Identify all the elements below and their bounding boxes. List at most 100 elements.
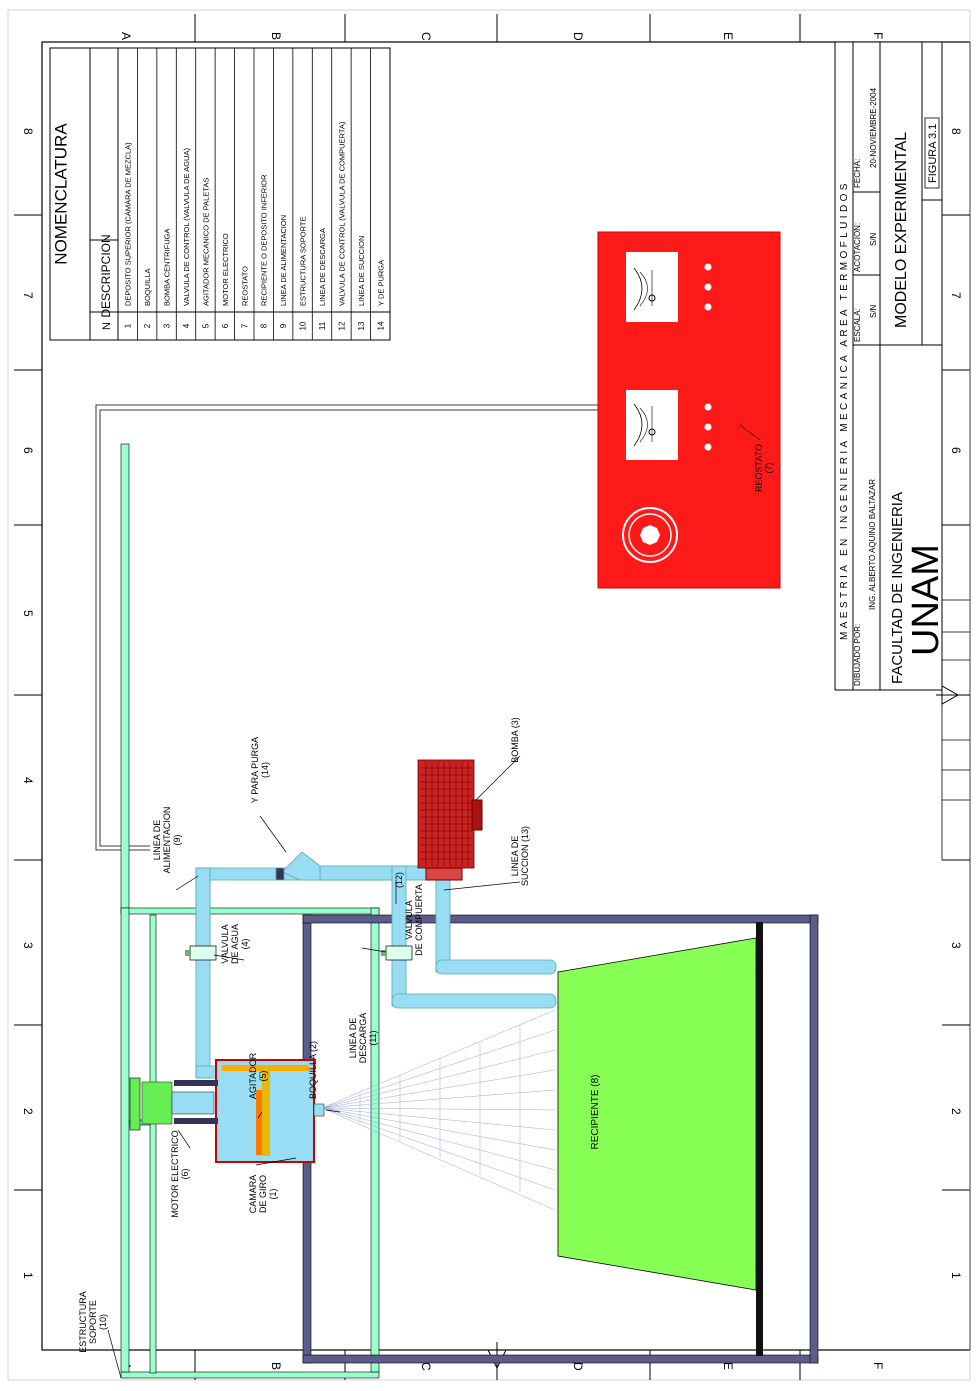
date-label: FECHA: <box>853 159 862 188</box>
col-label-right-2: 2 <box>949 1108 963 1115</box>
nomenclature-row-number: 6 <box>221 323 230 328</box>
spray-cone <box>321 1009 556 1211</box>
nomenclature-row-number: 1 <box>124 323 133 328</box>
bomba <box>417 759 483 881</box>
nomenclature-title: NOMENCLATURA <box>51 123 70 265</box>
row-label-bottom-d: D <box>571 1362 585 1371</box>
nomenclature-row-number: 8 <box>260 323 269 328</box>
nomenclature-row-number: 9 <box>279 323 288 328</box>
row-label-top-d: D <box>571 32 585 41</box>
nomenclature-row-number: 13 <box>357 321 366 330</box>
label-linea-succ-1: LINEA DE <box>510 836 520 877</box>
row-label-top-e: E <box>721 32 735 40</box>
reostato-label-line1: REOSTATO <box>754 444 764 492</box>
recipiente <box>557 937 757 1291</box>
nomenclature-row-desc: BOMBA CENTRIFUGA <box>163 228 172 306</box>
label-linea-desc-1: LINEA DE <box>348 1018 358 1059</box>
label-linea-alim-3: (9) <box>172 834 182 845</box>
valve-gate <box>381 945 413 961</box>
label-valvula-agua-1: VALVULA <box>220 924 230 963</box>
callout-labels: ESTRUCTURA SOPORTE (10) MOTOR ELECTRICO … <box>78 717 530 1353</box>
leader-lines <box>107 755 521 1379</box>
reostato <box>597 231 781 589</box>
row-label-bottom-e: E <box>721 1362 735 1370</box>
label-valvula-comp-2: DE COMPUERTA <box>414 884 424 956</box>
nomenclature-row-desc: REOSTATO <box>240 266 249 306</box>
title-block: MAESTRIA EN INGENIERIA MECANICA AREA TER… <box>834 41 947 691</box>
nomenclature-row-desc: Y DE PURGA <box>376 260 385 306</box>
nomenclature-row-desc: VALVULA DE CONTROL (VALVULA DE AGUA) <box>182 148 191 306</box>
nomenclature-row-desc: AGITADOR MECANICO DE PALETAS <box>201 178 210 306</box>
label-agitador-1: AGITADOR <box>248 1052 258 1099</box>
support-structure <box>120 443 380 1379</box>
mixing-chamber <box>215 1059 325 1163</box>
nomenclature-row-desc: DEPOSITO SUPERIOR (CAMARA DE MEZCLA) <box>124 142 133 306</box>
label-linea-desc-2: DESCARGA <box>358 1013 368 1064</box>
nomenclature-row-desc: MOTOR ELECTRICO <box>221 233 230 306</box>
label-valvula-agua-3: (4) <box>240 938 250 949</box>
recipiente-label: RECIPIENTE (8) <box>590 1074 601 1149</box>
nomenclature-row-number: 11 <box>318 321 327 330</box>
label-linea-alim-1: LINEA DE <box>152 820 162 861</box>
nomenclature-row-desc: LINEA DE ALIMENTACION <box>279 215 288 306</box>
label-boquilla: BOQUILLA (2) <box>308 1041 318 1099</box>
nomenclature-row-desc: VALVULA DE CONTROL (VALVULA DE COMPUERTA… <box>337 121 346 306</box>
label-y-purga-2: (14) <box>260 762 270 778</box>
label-estructura-1: ESTRUCTURA <box>78 1291 88 1353</box>
grid-col-labels: 1 2 3 4 5 6 7 8 1 2 3 6 7 8 <box>21 128 963 1279</box>
label-bomba: BOMBA (3) <box>510 717 520 763</box>
drawing-title: MODELO EXPERIMENTAL <box>893 132 910 328</box>
label-agitador-2: (5) <box>258 1070 268 1081</box>
label-valvula-comp-3: (12) <box>394 872 404 888</box>
units-value: S/N <box>869 232 878 246</box>
label-linea-alim-2: ALIMENTACION <box>162 807 172 874</box>
label-estructura-3: (10) <box>98 1314 108 1330</box>
label-linea-succ-2: SUCCION (13) <box>520 826 530 886</box>
col-label-left-6: 6 <box>21 447 35 454</box>
label-camara-2: DE GIRO <box>258 1175 268 1213</box>
row-label-top-b: B <box>269 32 283 40</box>
nomenclature-row-desc: ESTRUCTURA SOPORTE <box>299 217 308 306</box>
col-label-right-3: 3 <box>949 942 963 949</box>
scale-value: S/N <box>869 304 878 318</box>
figure-number: FIGURA 3.1 <box>927 124 939 183</box>
label-valvula-comp-1: VALVULA <box>404 900 414 939</box>
faculty-name: FACULTAD DE INGENIERIA <box>889 492 906 684</box>
label-valvula-agua-2: DE AGUA <box>230 924 240 964</box>
nomenclature-row-number: 2 <box>143 323 152 328</box>
reostato-knob <box>622 507 678 563</box>
col-label-left-3: 3 <box>21 942 35 949</box>
nomenclature-row-desc: RECIPIENTE O DEPOSITO INFERIOR <box>260 174 269 306</box>
col-label-left-2: 2 <box>21 1108 35 1115</box>
title-block-program: MAESTRIA EN INGENIERIA MECANICA AREA TER… <box>839 180 850 640</box>
label-estructura-2: SOPORTE <box>88 1300 98 1344</box>
label-y-purga-1: Y PARA PURGA <box>250 737 260 803</box>
nomenclature-row-desc: BOQUILLA <box>143 268 152 306</box>
col-label-left-5: 5 <box>21 610 35 617</box>
label-camara-1: CAMARA <box>248 1175 258 1214</box>
row-label-bottom-b: B <box>269 1362 283 1370</box>
label-motor-2: (6) <box>180 1168 190 1179</box>
nomenclature-row-number: 12 <box>337 321 346 330</box>
label-motor-1: MOTOR ELECTRICO <box>170 1130 180 1217</box>
row-label-top-a: A <box>119 32 133 40</box>
drawn-by-value: ING. ALBERTO AQUINO BALTAZAR <box>868 479 877 610</box>
row-label-top-c: C <box>419 32 433 41</box>
nomenclature-row-number: 4 <box>182 323 191 328</box>
col-label-left-8: 8 <box>21 128 35 135</box>
nomenclature-col-desc: DESCRIPCION <box>99 234 113 317</box>
nomenclature-row-number: 7 <box>240 323 249 328</box>
nomenclature-row-desc: LINEA DE DESCARGA <box>318 228 327 306</box>
drawn-by-label: DIBUJADO POR: <box>853 624 862 686</box>
row-label-bottom-f: F <box>871 1362 885 1369</box>
col-label-right-7: 7 <box>949 292 963 299</box>
date-value: 20-NOVIEMBRE-2004 <box>869 87 878 168</box>
nomenclature-col-n: N <box>101 322 113 330</box>
col-label-right-6: 6 <box>949 447 963 454</box>
col-label-left-7: 7 <box>21 292 35 299</box>
nomenclature-row-number: 10 <box>299 321 308 330</box>
col-label-left-1: 1 <box>21 1272 35 1279</box>
row-label-top-f: F <box>871 32 885 39</box>
